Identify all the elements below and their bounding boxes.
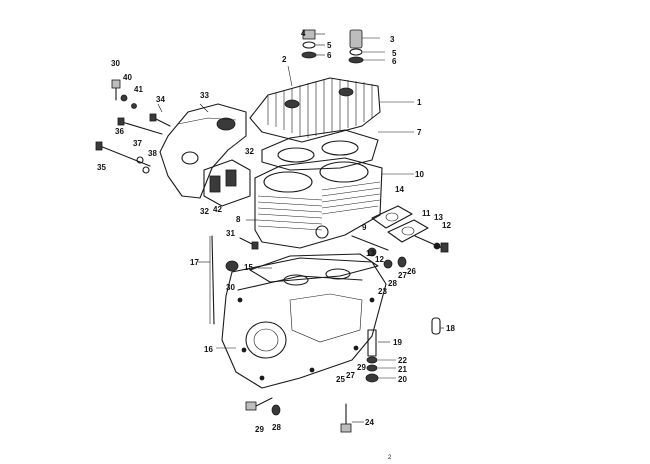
exhaust-stud — [414, 235, 449, 253]
exhaust-gaskets — [371, 205, 429, 243]
label-part-13: 13 — [434, 213, 443, 222]
washer-28-bottom — [271, 404, 281, 416]
label-part-33: 33 — [200, 91, 209, 100]
label-part-25: 25 — [336, 375, 345, 384]
label-part-42: 42 — [213, 205, 222, 214]
label-part-27-upper: 27 — [398, 271, 407, 280]
leader-lines — [157, 65, 444, 423]
label-part-32-lower: 32 — [200, 207, 209, 216]
label-part-4: 4 — [301, 29, 306, 38]
label-part-2: 2 — [282, 55, 287, 64]
bolt-24 — [340, 403, 352, 433]
manifold-bolts — [95, 79, 171, 174]
washer-30 — [225, 260, 239, 272]
label-part-12-lower: 12 — [375, 255, 384, 264]
label-part-16: 16 — [204, 345, 213, 354]
label-part-15: 15 — [244, 263, 253, 272]
label-part-8: 8 — [236, 215, 241, 224]
stud-19-group — [365, 329, 379, 383]
label-part-14: 14 — [395, 185, 404, 194]
label-part-23: 23 — [378, 287, 387, 296]
label-part-37: 37 — [133, 139, 142, 148]
label-part-19: 19 — [393, 338, 402, 347]
cylinder-head — [249, 77, 381, 143]
label-part-36: 36 — [115, 127, 124, 136]
label-part-7: 7 — [417, 128, 422, 137]
label-part-6: 6 — [327, 51, 332, 60]
label-part-1: 1 — [417, 98, 422, 107]
label-part-28-bottom: 28 — [272, 423, 281, 432]
label-part-30: 30 — [111, 59, 120, 68]
page-mark: 2 — [388, 455, 392, 461]
label-part-20: 20 — [398, 375, 407, 384]
label-part-29-bottom: 29 — [255, 425, 264, 434]
dowel-18 — [431, 317, 441, 335]
label-part-11: 11 — [422, 209, 431, 218]
label-part-24: 24 — [365, 418, 374, 427]
reed-valve-block — [203, 159, 251, 207]
label-part-41: 41 — [134, 85, 143, 94]
label-part-28-upper: 28 — [388, 279, 397, 288]
part-labels: 4 5 6 3 5 6 2 1 7 10 30 40 41 34 33 36 3… — [97, 29, 455, 461]
long-stud — [209, 235, 215, 325]
head-stud-group — [348, 29, 385, 64]
label-part-13-lower: 13 — [366, 249, 375, 258]
label-part-22: 22 — [398, 356, 407, 365]
label-part-29-right: 29 — [357, 363, 366, 372]
label-part-40: 40 — [123, 73, 132, 82]
label-part-35: 35 — [97, 163, 106, 172]
label-part-32-upper: 32 — [245, 147, 254, 156]
crankcase-gasket — [249, 253, 379, 283]
small-bolt-31 — [239, 237, 259, 250]
label-part-18: 18 — [446, 324, 455, 333]
label-part-12: 12 — [442, 221, 451, 230]
label-part-21: 21 — [398, 365, 407, 374]
label-part-38: 38 — [148, 149, 157, 158]
label-part-31: 31 — [226, 229, 235, 238]
label-part-30-lower: 30 — [226, 283, 235, 292]
cylinder-block — [254, 157, 383, 249]
crankcase — [221, 257, 387, 389]
head-nut-group — [301, 29, 325, 59]
label-part-5: 5 — [327, 41, 332, 50]
bottom-bolt-29 — [245, 397, 273, 411]
intake-manifold — [159, 103, 247, 199]
label-part-6b: 6 — [392, 57, 397, 66]
head-gasket — [261, 129, 379, 171]
label-part-34: 34 — [156, 95, 165, 104]
label-part-17: 17 — [190, 258, 199, 267]
label-part-3: 3 — [390, 35, 395, 44]
label-part-10: 10 — [415, 170, 424, 179]
label-part-9: 9 — [362, 223, 367, 232]
crankcase-studs-right — [351, 235, 407, 269]
label-part-27-lower: 27 — [346, 371, 355, 380]
label-part-5b: 5 — [392, 49, 397, 58]
label-part-26: 26 — [407, 267, 416, 276]
